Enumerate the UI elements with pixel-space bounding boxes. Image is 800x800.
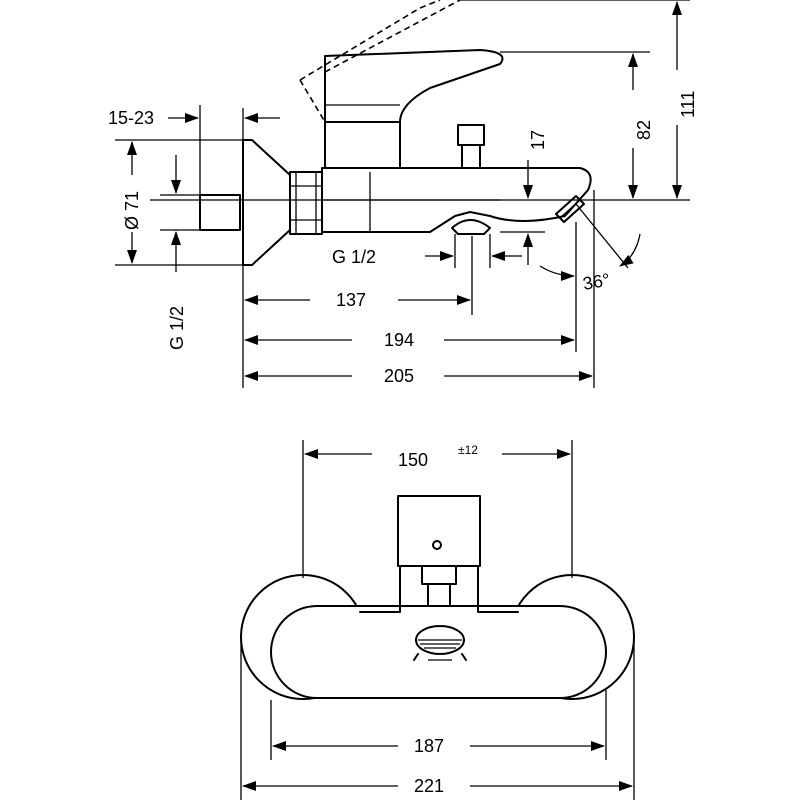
label-spout-angle: 36° xyxy=(581,270,611,294)
front-handle xyxy=(397,495,481,567)
dim-diameter: Ø 71 xyxy=(115,139,243,266)
diverter-outlet xyxy=(451,219,491,235)
dim-body-width: 187 xyxy=(270,690,607,760)
label-body-width: 187 xyxy=(414,736,444,756)
label-total-width: 221 xyxy=(414,776,444,796)
dim-handle-height: 82 xyxy=(500,51,654,199)
front-aerator xyxy=(413,625,467,661)
label-spacing-tolerance: ±12 xyxy=(458,443,478,457)
label-spout-reach: 194 xyxy=(384,330,414,350)
label-flange-offset: 15-23 xyxy=(108,108,154,128)
side-view: 15-23 Ø 71 G 1/2 G 1/2 xyxy=(108,0,698,388)
wall-flange xyxy=(242,139,291,266)
label-diameter: Ø 71 xyxy=(122,191,142,230)
label-handle-height: 82 xyxy=(634,120,654,140)
aerator xyxy=(555,195,585,223)
label-outlet-distance: 137 xyxy=(336,290,366,310)
mixer-body xyxy=(321,167,592,233)
handle-indicator xyxy=(432,540,442,550)
label-connector-thread: G 1/2 xyxy=(167,306,187,350)
label-total-height: 111 xyxy=(678,91,698,118)
label-total-depth: 205 xyxy=(384,366,414,386)
dim-total-height: 111 xyxy=(460,0,698,199)
lever-handle xyxy=(324,49,504,123)
dim-total-depth: 205 xyxy=(244,190,595,388)
front-body xyxy=(270,605,607,699)
dim-outlet-distance: 137 xyxy=(242,236,473,388)
cartridge-column xyxy=(324,121,401,169)
dim-spout-reach: 194 xyxy=(244,222,577,352)
dim-spout-drop: 17 xyxy=(500,130,548,265)
dim-outlet-thread: G 1/2 xyxy=(332,234,522,268)
front-view: 150 ±12 187 221 xyxy=(240,440,635,800)
label-spout-drop: 17 xyxy=(528,130,548,150)
dim-flange-offset: 15-23 xyxy=(108,105,280,195)
label-outlet-thread: G 1/2 xyxy=(332,247,376,267)
dim-connector-thread: G 1/2 xyxy=(160,155,200,350)
diverter-button xyxy=(457,124,485,169)
dim-spout-angle: 36° xyxy=(539,203,641,294)
front-diverter xyxy=(421,565,457,607)
hex-nut xyxy=(289,171,323,235)
label-connection-spacing: 150 xyxy=(398,450,428,470)
dim-total-width: 221 xyxy=(240,640,635,800)
wall-connector xyxy=(199,194,241,231)
dim-connection-spacing: 150 ±12 xyxy=(302,440,573,578)
lever-handle-open xyxy=(299,0,461,123)
